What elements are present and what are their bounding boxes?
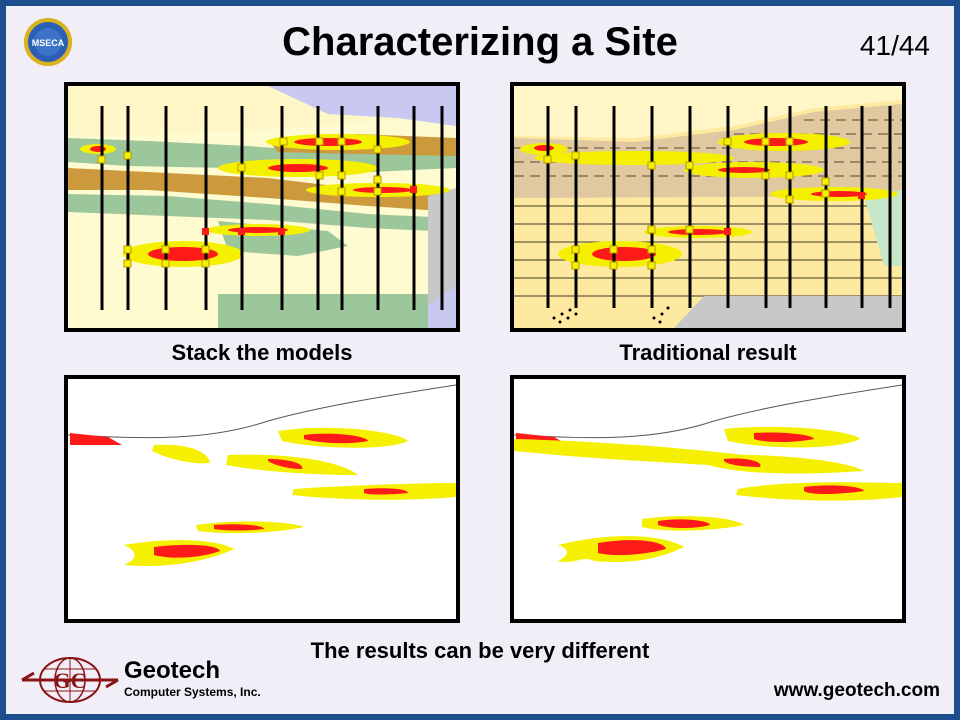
panel-traditional-result bbox=[510, 82, 906, 332]
panel-stack-models bbox=[64, 82, 460, 332]
panel-plumes-stacked bbox=[64, 375, 460, 623]
slide-title: Characterizing a Site bbox=[282, 20, 678, 64]
logo-company-name: Geotech bbox=[124, 657, 221, 684]
mseca-seal-icon: MSECA bbox=[24, 18, 72, 66]
page-number: 41/44 bbox=[859, 30, 930, 61]
geotech-globe-icon: GC bbox=[21, 657, 119, 703]
caption-traditional-result: Traditional result bbox=[619, 340, 797, 365]
caption-stack-models: Stack the models bbox=[171, 340, 353, 365]
caption-results-different: The results can be very different bbox=[310, 638, 650, 663]
seal-text: MSECA bbox=[32, 38, 65, 48]
panel-plumes-traditional bbox=[510, 375, 906, 623]
logo-company-subtitle: Computer Systems, Inc. bbox=[124, 685, 261, 699]
website-url: www.geotech.com bbox=[773, 680, 940, 701]
svg-text:GC: GC bbox=[54, 668, 87, 693]
